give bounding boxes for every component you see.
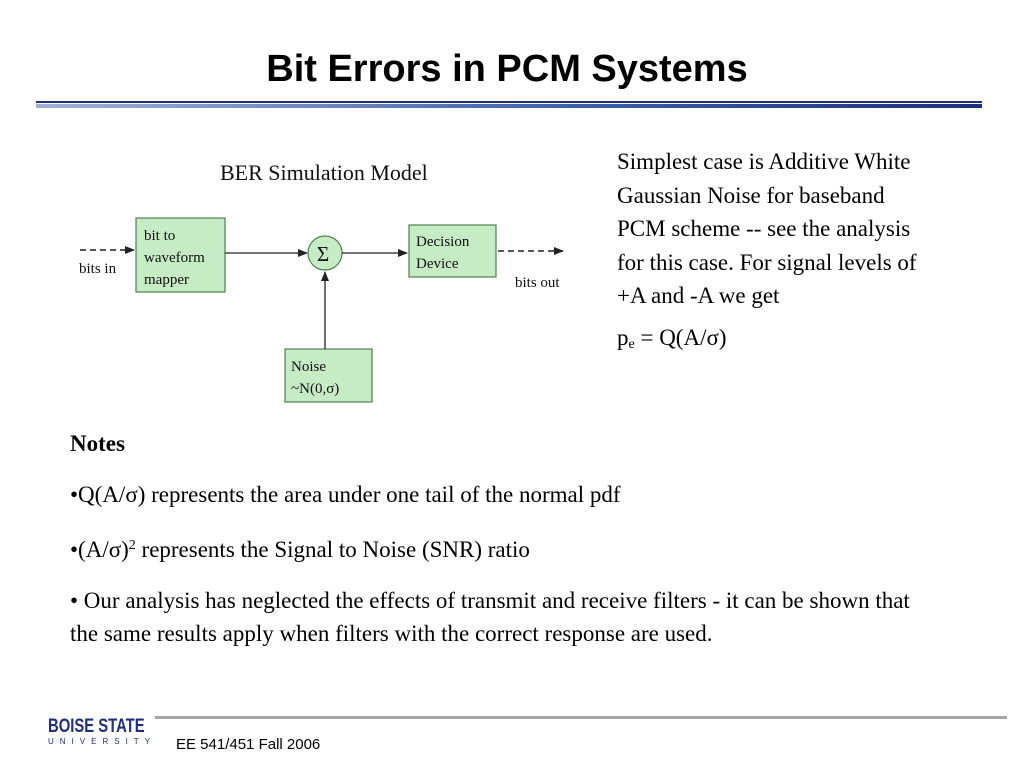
note-item-2-prefix: •(A/σ) [70, 537, 129, 562]
note-item-2: •(A/σ)2 represents the Signal to Noise (… [70, 529, 930, 566]
title-underline-gradient [36, 104, 982, 108]
note-item-3: • Our analysis has neglected the effects… [70, 588, 910, 646]
noise-label-line2: ~N(0,σ) [291, 381, 339, 397]
title-underline-dark [36, 101, 982, 103]
slide-title: Bit Errors in PCM Systems [266, 48, 748, 90]
sigma-icon: Σ [317, 242, 329, 266]
noise-box [284, 348, 373, 403]
logo-wordmark: BOISE STATE [48, 716, 145, 737]
boise-state-logo: BOISE STATE UNIVERSITY [48, 716, 157, 752]
bits-out-label: bits out [515, 275, 560, 291]
error-probability-formula: pe = Q(A/σ) [617, 321, 917, 362]
mapper-label-line2: waveform [144, 250, 205, 266]
title-underline [36, 101, 982, 110]
note-item-2-superscript: 2 [128, 538, 136, 553]
decision-label-line1: Decision [416, 234, 470, 250]
formula-p: p [617, 324, 629, 350]
logo-subtext: UNIVERSITY [48, 737, 157, 746]
formula-subscript: e [628, 336, 635, 352]
formula-rest: = Q(A/σ) [634, 324, 727, 350]
noise-label-line1: Noise [291, 359, 326, 375]
awgn-explanation: Simplest case is Additive White Gaussian… [617, 145, 917, 361]
notes-section: Notes •Q(A/σ) represents the area under … [70, 427, 930, 668]
mapper-box [135, 217, 226, 293]
note-item-1: •Q(A/σ) represents the area under one ta… [70, 482, 621, 507]
footer-divider [155, 716, 1007, 719]
mapper-label-line1: bit to [144, 228, 175, 244]
decision-box [408, 224, 497, 278]
diagram-heading: BER Simulation Model [220, 160, 428, 185]
note-item-2-suffix: represents the Signal to Noise (SNR) rat… [135, 537, 530, 562]
mapper-label-line3: mapper [144, 272, 189, 288]
awgn-paragraph: Simplest case is Additive White Gaussian… [617, 149, 917, 308]
bits-in-label: bits in [79, 261, 117, 277]
ber-simulation-diagram: BER Simulation Model bits in bit to wave… [79, 160, 564, 403]
notes-heading: Notes [70, 431, 125, 456]
decision-label-line2: Device [416, 256, 459, 272]
course-footer: EE 541/451 Fall 2006 [176, 736, 321, 753]
